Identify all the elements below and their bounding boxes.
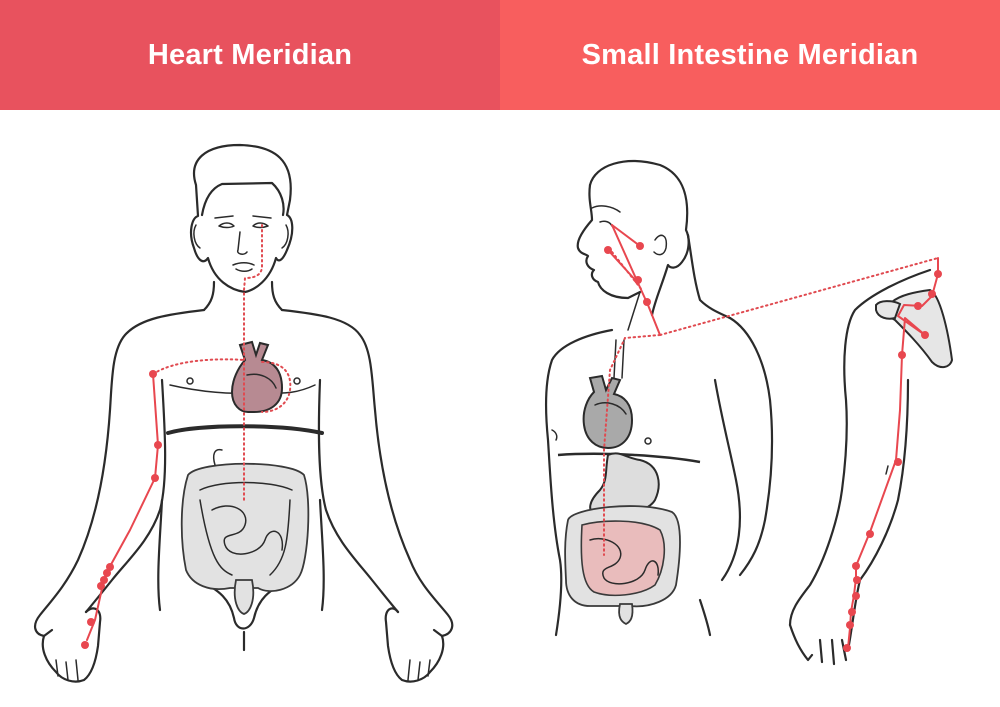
heart-right — [582, 374, 634, 450]
heart-left — [230, 340, 284, 413]
small-intestine-meridian-title: Small Intestine Meridian — [500, 0, 1000, 110]
intestines-left — [180, 448, 310, 615]
header-bar: Heart Meridian Small Intestine Meridian — [0, 0, 1000, 110]
small-intestine-meridian-side-figure — [544, 160, 954, 666]
heart-meridian-title: Heart Meridian — [0, 0, 500, 110]
heart-meridian-front-figure — [34, 143, 454, 683]
